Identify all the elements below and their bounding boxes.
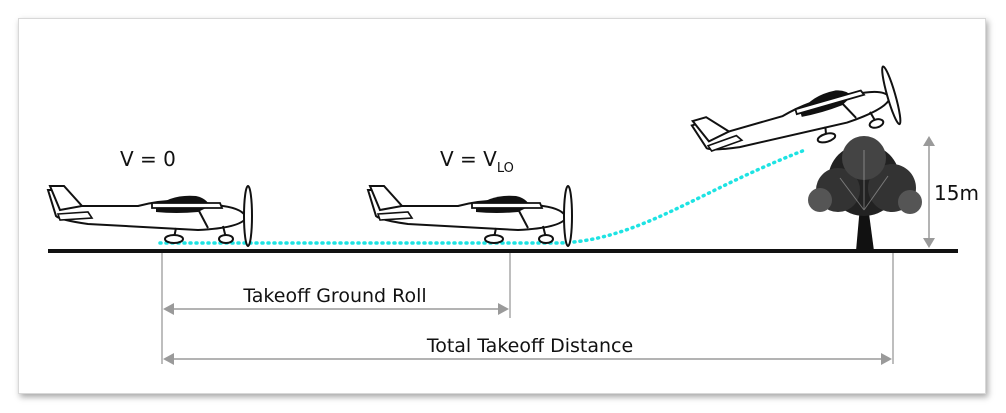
- v-lo-prefix: V = V: [440, 147, 497, 171]
- height-marker: [923, 136, 935, 248]
- airplane-icon: [47, 185, 253, 247]
- total-distance-label: Total Takeoff Distance: [426, 335, 633, 357]
- trajectory-path: [158, 148, 807, 245]
- total-distance-dimension: [163, 353, 892, 365]
- v-zero-label: V = 0: [120, 147, 176, 171]
- v-lo-label: V = VLO: [440, 147, 514, 176]
- airplane-icon: [367, 185, 573, 247]
- tree-icon: [808, 136, 922, 251]
- extension-lines: [161, 253, 894, 364]
- v-lo-subscript: LO: [497, 161, 514, 176]
- ground-roll-dimension: [163, 303, 509, 315]
- height-label: 15m: [934, 181, 979, 205]
- ground-roll-label: Takeoff Ground Roll: [242, 285, 426, 307]
